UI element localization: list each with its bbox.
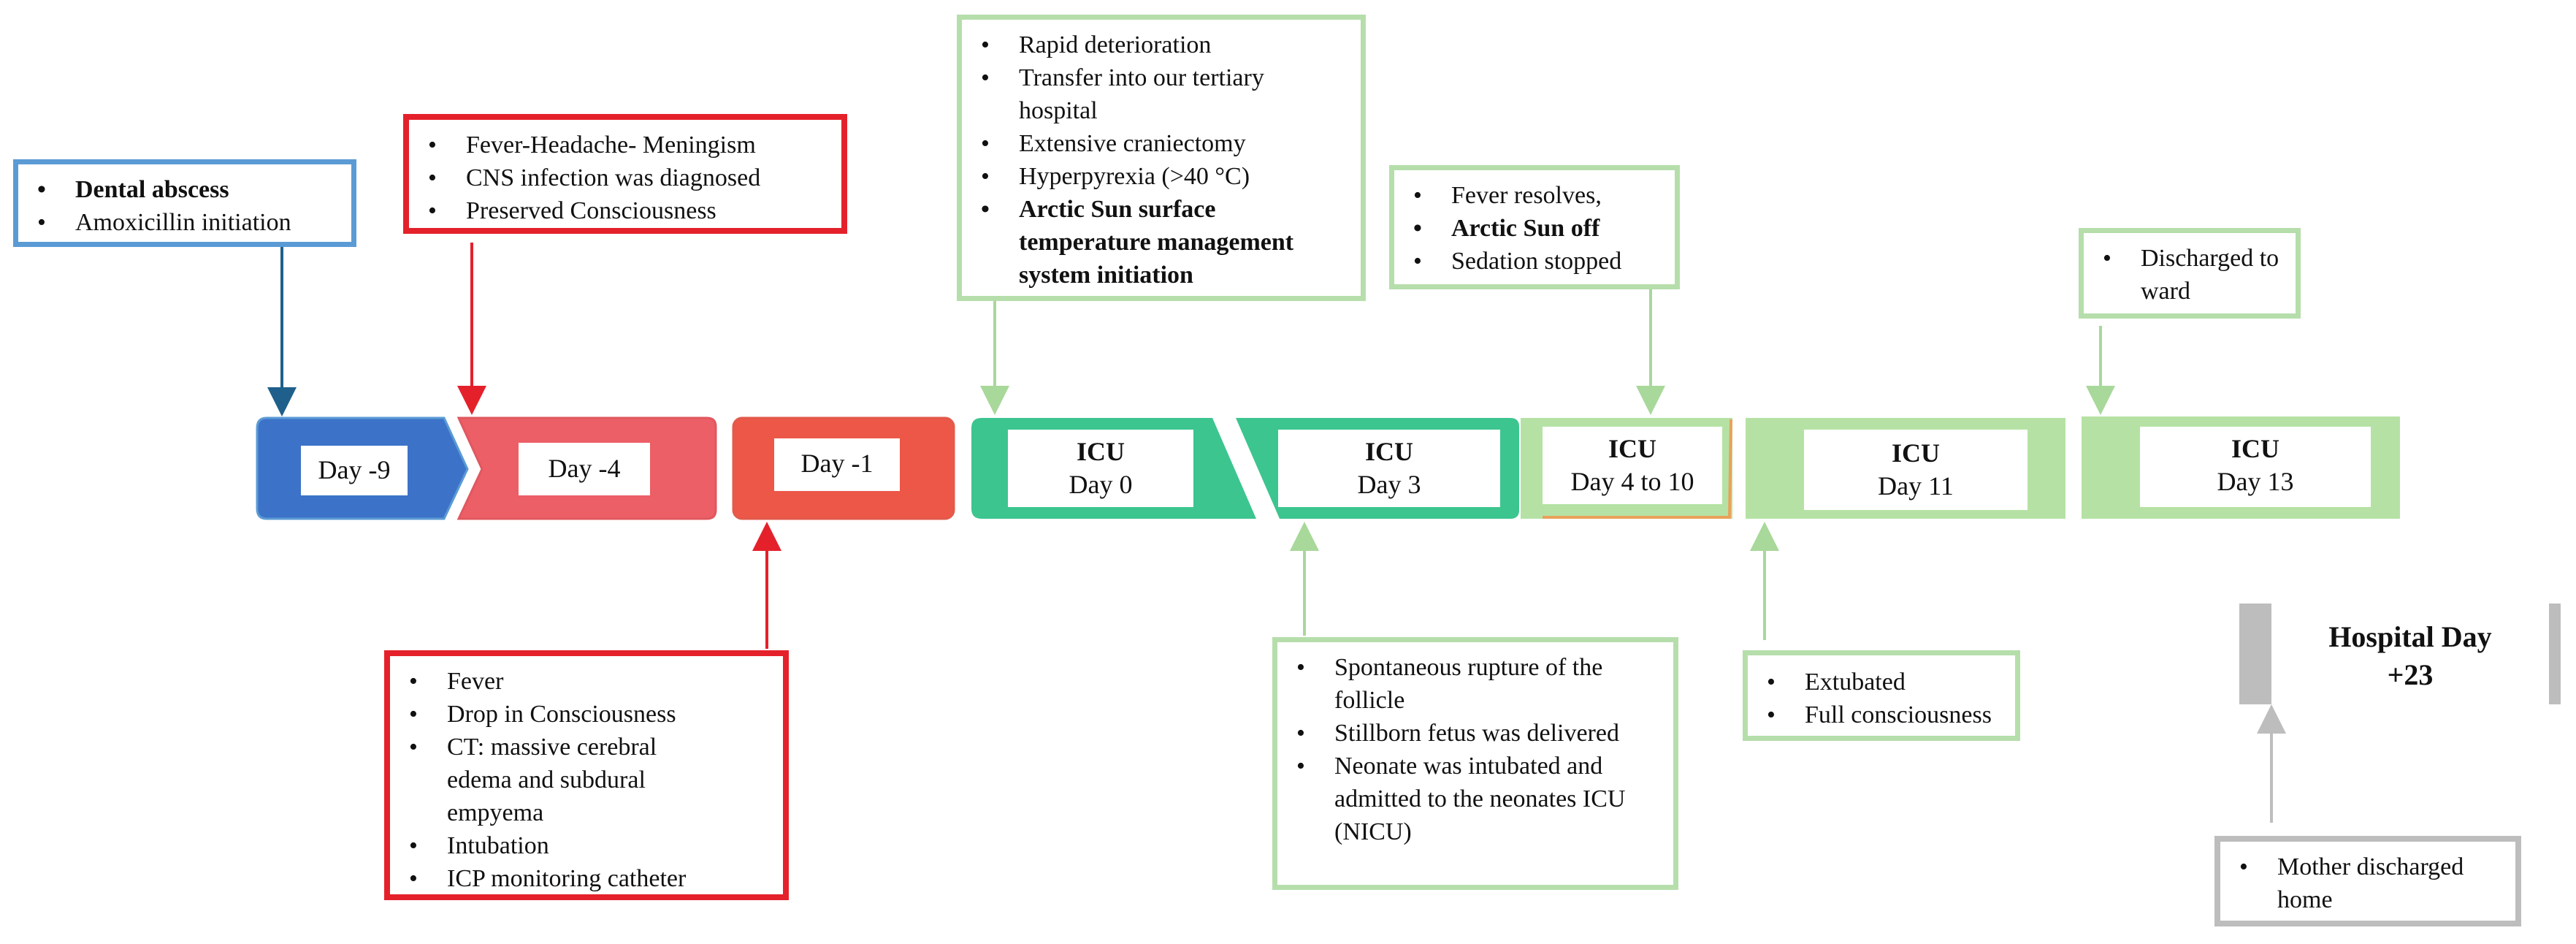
- note-item: Drop in Consciousness: [403, 698, 770, 731]
- note-item: Full consciousness: [1761, 699, 2002, 731]
- note-day-minus4: Fever-Headache- Meningism CNS infection …: [403, 114, 847, 234]
- icu-day13-label: ICU Day 13: [2140, 427, 2371, 507]
- note-item: Intubation: [403, 829, 770, 862]
- note-item: CT: massive cerebral edema and subdural …: [403, 731, 725, 829]
- icu-day4-10-accent: [1543, 419, 1732, 519]
- note-item: Fever: [403, 665, 770, 698]
- icu-day4-10-label: ICU Day 4 to 10: [1543, 427, 1722, 504]
- note-item: Spontaneous rupture of the follicle: [1291, 651, 1660, 717]
- note-item: Arctic Sun off: [1407, 212, 1662, 245]
- note-icu-day0: Rapid deterioration Transfer into our te…: [957, 15, 1366, 301]
- note-item: Preserved Consciousness: [422, 194, 828, 227]
- note-item: ICP monitoring catheter: [403, 862, 770, 895]
- hospital-day-box: Hospital Day +23: [2239, 604, 2561, 704]
- note-item: Dental abscess: [31, 173, 338, 206]
- day-minus1-label: Day -1: [774, 438, 900, 491]
- note-icu-day13: Discharged to ward: [2079, 228, 2301, 319]
- note-item: Arctic Sun surface temperature managemen…: [975, 193, 1348, 292]
- icu-day0-label: ICU Day 0: [1008, 430, 1193, 507]
- note-item: Extubated: [1761, 666, 2002, 699]
- note-icu-day11: Extubated Full consciousness: [1743, 650, 2020, 741]
- note-icu-day3: Spontaneous rupture of the follicle Stil…: [1272, 637, 1678, 890]
- icu-day11-label: ICU Day 11: [1804, 430, 2027, 510]
- note-dental-abscess: Dental abscess Amoxicillin initiation: [13, 159, 356, 247]
- note-item: Fever-Headache- Meningism: [422, 129, 828, 161]
- note-item: Discharged to ward: [2097, 242, 2282, 308]
- note-item: Sedation stopped: [1407, 245, 1662, 278]
- note-item: Mother discharged home: [2233, 850, 2502, 916]
- day-minus9-label: Day -9: [301, 446, 408, 495]
- note-item: Stillborn fetus was delivered: [1291, 717, 1660, 750]
- icu-day3-label: ICU Day 3: [1278, 430, 1500, 507]
- note-item: Rapid deterioration: [975, 28, 1348, 61]
- note-item: Transfer into our tertiary hospital: [975, 61, 1340, 127]
- day-minus4-label: Day -4: [519, 443, 650, 495]
- note-item: CNS infection was diagnosed: [422, 161, 828, 194]
- note-item: Extensive craniectomy: [975, 127, 1348, 160]
- note-day-minus1: Fever Drop in Consciousness CT: massive …: [384, 650, 789, 900]
- note-item: Neonate was intubated and admitted to th…: [1291, 750, 1660, 848]
- note-mother-discharged: Mother discharged home: [2214, 836, 2521, 926]
- note-icu-day4-10: Fever resolves, Arctic Sun off Sedation …: [1389, 165, 1680, 289]
- hospital-day-label: Hospital Day +23: [2271, 604, 2549, 704]
- note-item: Fever resolves,: [1407, 179, 1662, 212]
- note-item: Amoxicillin initiation: [31, 206, 338, 239]
- note-item: Hyperpyrexia (>40 °C): [975, 160, 1348, 193]
